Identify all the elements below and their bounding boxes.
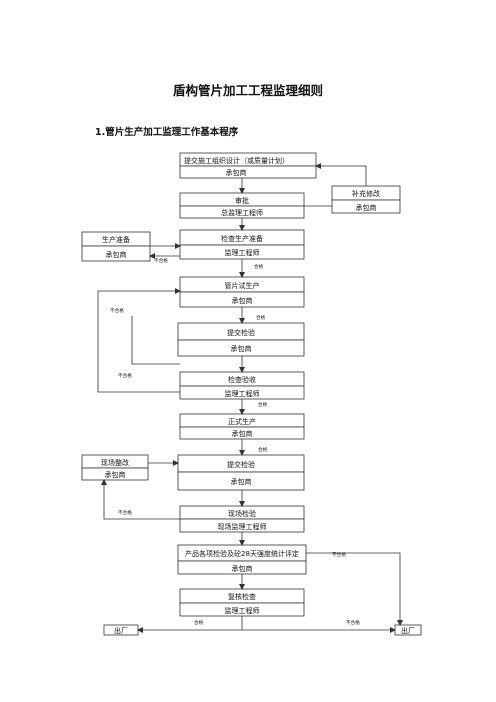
step-supplement-role: 承包商 [356,203,377,212]
note-fail-trial: 不合格 [110,307,124,314]
step-check-prep: 检查生产准备 监理工程师 [179,229,305,260]
step-supplement-title: 补充修改 [352,189,380,198]
step-trial-role: 承包商 [232,296,253,305]
step-rectify-title: 现场整改 [101,458,129,467]
exit-left: 出厂 [103,624,139,636]
step-accept-role: 监理工程师 [225,389,260,398]
step-accept-title: 检查验收 [228,375,256,384]
connectors [97,163,403,633]
document-title: 盾构管片加工工程监理细则 [172,83,323,98]
exit-left-label: 出厂 [114,626,128,635]
note-pass-1: 合格 [254,263,264,270]
step-trial: 管片试生产 承包商 [179,276,305,308]
step-rectify: 现场整改 承包商 [81,454,149,481]
note-fail-stats: 不合格 [332,551,346,558]
section-heading: 1.管片生产加工监理工作基本程序 [95,127,239,138]
exit-right-label: 出厂 [401,626,415,635]
exit-right: 出厂 [394,624,422,636]
step-site-inspect-role: 现场监理工程师 [218,522,267,531]
step-supplement: 补充修改 承包商 [331,185,401,214]
step-stats: 产品各项检验及砼28天强度统计评定 承包商 [177,544,307,575]
step-review-role: 总监理工程师 [221,208,263,217]
step-recheck: 复核检查 监理工程师 [179,588,305,617]
step-formal-role: 承包商 [232,429,253,438]
note-pass-exit: 合格 [194,619,204,626]
step-stats-title: 产品各项检验及砼28天强度统计评定 [185,549,299,558]
step-submit-inspect-2-title: 提交检验 [227,460,255,469]
step-prep-title: 生产准备 [102,235,130,244]
step-submit-inspect-1-role: 承包商 [231,344,252,353]
step-submit-inspect-1: 提交检验 承包商 [177,322,305,357]
step-submit-inspect-1-title: 提交检验 [227,328,255,337]
note-fail-accept: 不合格 [118,372,132,379]
step-formal: 正式生产 承包商 [179,413,305,440]
step-review: 审批 总监理工程师 [179,192,305,219]
step-formal-title: 正式生产 [228,417,256,426]
step-review-title: 审批 [235,196,249,205]
note-pass-4: 合格 [258,446,268,453]
step-site-inspect: 现场检验 现场监理工程师 [179,505,305,533]
step-submit-org: 提交施工组织设计（或质量计划） 承包商 [179,152,317,179]
step-trial-title: 管片试生产 [225,281,260,290]
step-accept: 检查验收 监理工程师 [179,371,305,400]
step-submit-org-role: 承包商 [226,168,247,177]
step-recheck-title: 复核检查 [228,592,256,601]
note-fail-exit: 不合格 [346,619,360,626]
step-stats-role: 承包商 [232,564,253,573]
step-prep: 生产准备 承包商 [81,231,151,262]
step-submit-inspect-2: 提交检验 承包商 [177,454,305,491]
step-recheck-role: 监理工程师 [225,606,260,615]
note-pass-2: 合格 [256,314,266,321]
flow-notes: 不合格 合格 不合格 合格 不合格 合格 合格 不合格 不合格 合格 不合格 [110,257,360,626]
note-fail-site: 不合格 [118,509,132,516]
note-fail-prep: 不合格 [154,257,168,264]
step-check-prep-role: 监理工程师 [225,248,260,257]
step-submit-org-title: 提交施工组织设计（或质量计划） [184,156,289,165]
step-site-inspect-title: 现场检验 [228,509,256,518]
note-pass-3: 合格 [258,401,268,408]
step-prep-role: 承包商 [106,250,127,259]
step-check-prep-title: 检查生产准备 [221,234,263,243]
step-submit-inspect-2-role: 承包商 [231,477,252,486]
step-rectify-role: 承包商 [105,470,126,479]
